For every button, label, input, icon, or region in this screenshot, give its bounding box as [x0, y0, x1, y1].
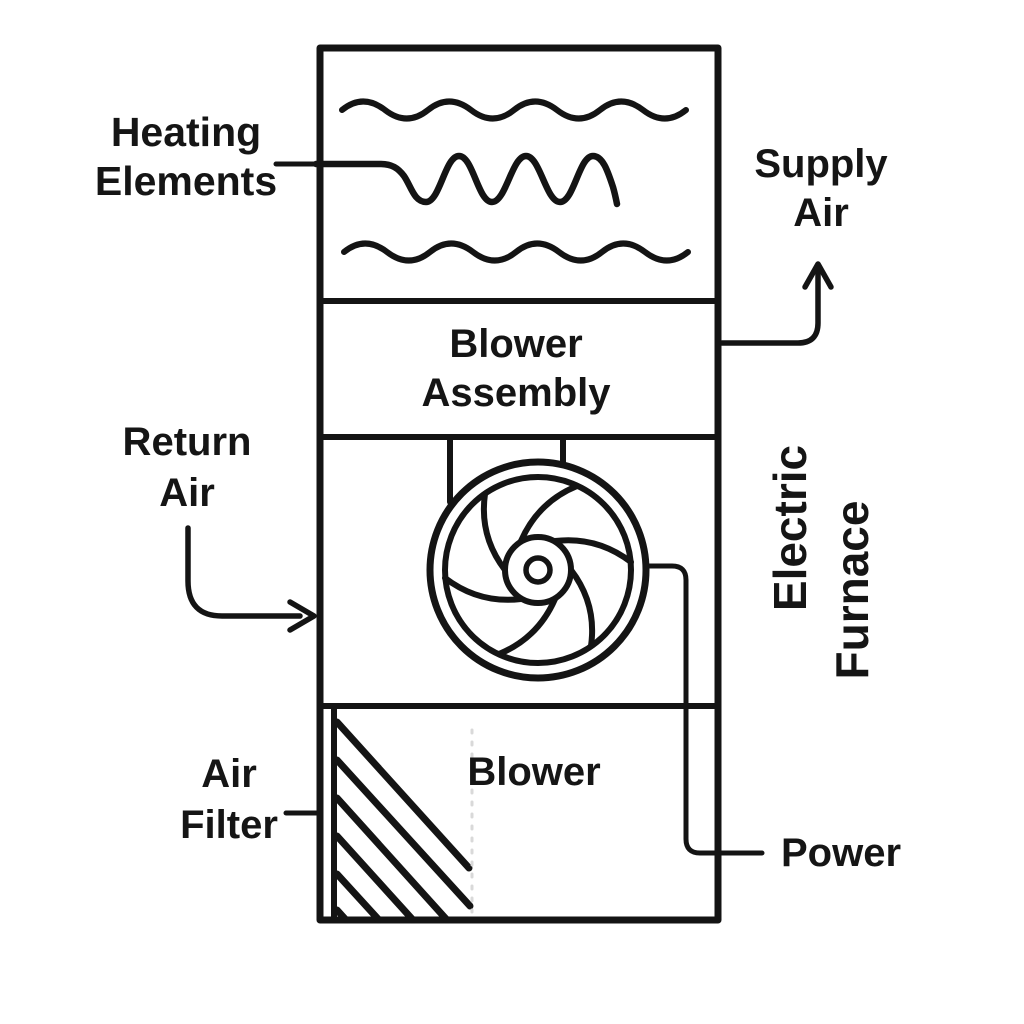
air-filter-label-line2: Filter — [180, 803, 278, 847]
blower-fan — [426, 458, 650, 682]
return-air-arrow — [185, 525, 317, 633]
electric-furnace-title-line2: Furnace — [826, 500, 878, 680]
filter-hatch-line — [333, 756, 474, 910]
fan-hub — [502, 534, 574, 606]
filter-hatch-line — [333, 832, 417, 924]
fan-blade — [496, 596, 558, 657]
fan-inner-rim — [442, 474, 634, 666]
fan-outer-ring — [426, 458, 650, 682]
blower-assembly-label-line1: Blower — [449, 322, 583, 366]
fan-blade — [518, 483, 580, 544]
supply-air-label: Supply Air — [754, 140, 887, 238]
return-air-label-line1: Return — [122, 420, 252, 464]
heating-elements-label-line1: Heating — [110, 109, 262, 155]
blower-assembly-label-line2: Assembly — [421, 371, 611, 415]
supply-air-arrow — [719, 261, 834, 346]
filter-hatch-line — [333, 794, 451, 924]
fan-blade — [552, 537, 634, 565]
blower-label: Blower — [467, 750, 601, 794]
filter-hatch-line — [333, 718, 473, 872]
return-air-label-line2: Air — [159, 471, 215, 515]
filter-hatch-line — [333, 870, 383, 924]
return-air-arrowhead — [287, 599, 317, 633]
heating-elements-label: Heating Elements — [95, 108, 277, 206]
heating-coil-top — [339, 98, 689, 122]
furnace-cabinet-outline — [316, 44, 722, 924]
fan-blade — [568, 567, 596, 649]
heating-elements-label-line2: Elements — [94, 158, 278, 204]
fan-axle — [523, 555, 553, 585]
fan-blade — [480, 491, 508, 573]
power-label: Power — [780, 831, 902, 875]
electric-furnace-title-line1: Electric — [764, 444, 816, 612]
supply-air-arrow-shaft — [719, 267, 821, 346]
supply-air-label-line1: Supply — [754, 142, 888, 186]
return-air-label: Return Air — [123, 417, 252, 519]
filter-hatch-line — [333, 906, 350, 924]
return-air-arrow-shaft — [185, 525, 303, 619]
air-filter-label-line1: Air — [201, 752, 257, 796]
blower-assembly-label: Blower Assembly — [422, 320, 611, 418]
air-filter — [331, 703, 474, 924]
power-wire — [643, 563, 765, 856]
air-filter-label: Air Filter — [180, 749, 278, 851]
supply-air-label-line2: Air — [793, 191, 849, 235]
supply-air-arrowhead — [802, 261, 834, 290]
fan-blade — [442, 575, 524, 603]
heating-coil-bottom — [341, 240, 691, 264]
heating-coil-middle — [312, 152, 621, 208]
